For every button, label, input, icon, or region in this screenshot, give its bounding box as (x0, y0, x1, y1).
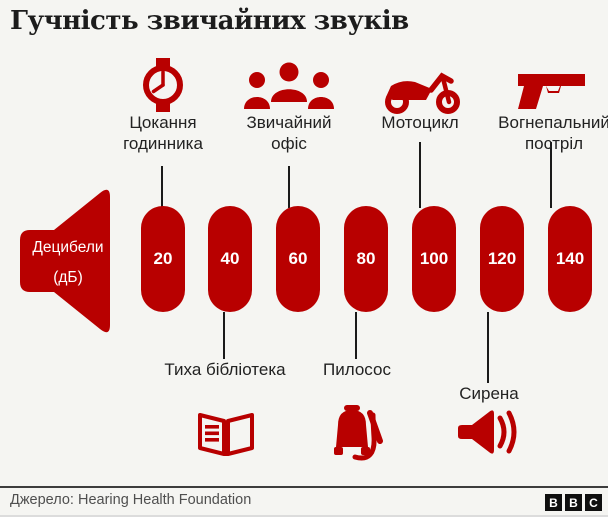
connector-line-20 (161, 166, 163, 208)
label-motorcycle: Мотоцикл (381, 113, 459, 132)
siren-speaker-icon (456, 408, 520, 456)
bbc-logo-block: B (545, 494, 562, 511)
connector-line-100 (419, 142, 421, 208)
ticking-watch-icon (139, 58, 187, 112)
decibel-speaker-icon (18, 186, 118, 336)
connector-line-60 (288, 166, 290, 208)
vacuum-cleaner-icon (325, 403, 389, 461)
scale-value: 120 (487, 249, 517, 268)
bbc-logo: B B C (545, 494, 602, 511)
axis-label-line1: Децибели (32, 239, 104, 256)
label-siren: Сирена (459, 384, 519, 403)
scale-value: 100 (419, 249, 449, 268)
label-typical-office: Звичайний офіс (246, 113, 332, 153)
scale-value: 80 (356, 249, 376, 268)
bbc-logo-block: C (585, 494, 602, 511)
scale-pill-20: 20 (141, 206, 185, 312)
connector-line-140 (550, 142, 552, 208)
bottom-edge-line (0, 515, 608, 517)
bbc-logo-block: B (565, 494, 582, 511)
scale-pill-140: 140 (548, 206, 592, 312)
office-people-icon (244, 62, 334, 112)
scale-value: 20 (153, 249, 173, 268)
motorcycle-icon (384, 64, 462, 114)
page-title: Гучність звичайних звуків (10, 6, 409, 36)
scale-value: 40 (220, 249, 240, 268)
scale-pill-60: 60 (276, 206, 320, 312)
open-book-icon (196, 410, 256, 458)
label-vacuum-cleaner: Пилосос (323, 360, 391, 379)
connector-line-80 (355, 312, 357, 359)
scale-value: 140 (555, 249, 585, 268)
label-quiet-library: Тиха бібліотека (164, 360, 286, 379)
scale-pill-40: 40 (208, 206, 252, 312)
source-credit: Джерело: Hearing Health Foundation (10, 492, 252, 508)
axis-label-line2: (дБ) (53, 269, 83, 286)
handgun-icon (515, 66, 587, 110)
label-gunshot: Вогнепальний постріл (498, 113, 608, 153)
axis-label-decibels: Децибели (дБ) (18, 233, 118, 293)
scale-pill-80: 80 (344, 206, 388, 312)
footer-divider (0, 486, 608, 488)
connector-line-120 (487, 312, 489, 383)
scale-pill-120: 120 (480, 206, 524, 312)
scale-value: 60 (288, 249, 308, 268)
connector-line-40 (223, 312, 225, 359)
label-ticking-clock: Цокання годинника (123, 113, 203, 153)
scale-pill-100: 100 (412, 206, 456, 312)
